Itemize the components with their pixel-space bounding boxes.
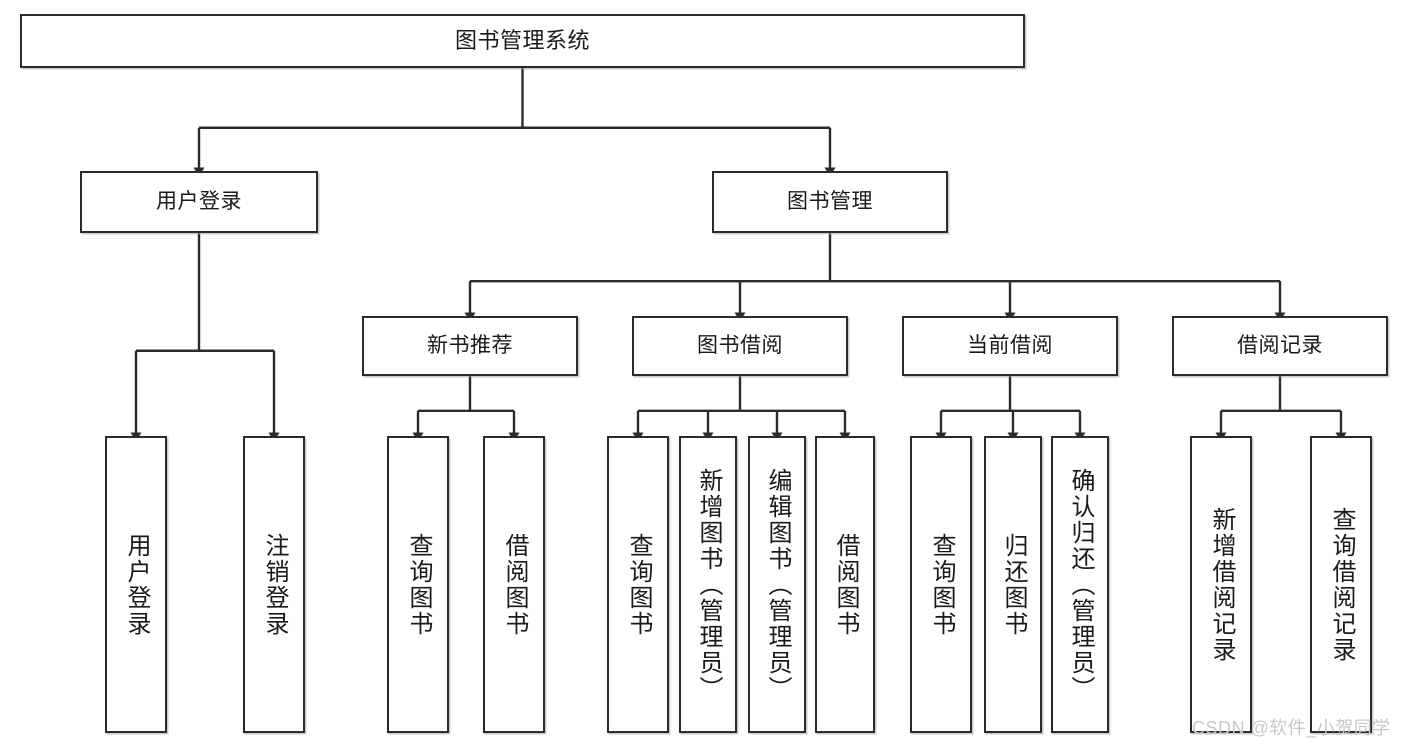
node-leaf-11[interactable]: 确认归还（管理员）: [1051, 436, 1109, 733]
node-leaf-13[interactable]: 查询借阅记录: [1310, 436, 1372, 733]
node-leaf-3[interactable]: 查询图书: [387, 436, 449, 733]
node-label: 查询图书: [625, 532, 652, 637]
node-label: 借阅图书: [832, 532, 859, 637]
watermark-text: CSDN @软件_小贺同学: [1192, 718, 1391, 738]
node-label: 确认归还（管理员）: [1067, 467, 1094, 702]
node-borrow[interactable]: 图书借阅: [632, 316, 848, 376]
node-leaf-12[interactable]: 新增借阅记录: [1190, 436, 1252, 733]
node-login[interactable]: 用户登录: [80, 171, 318, 233]
node-label: 用户登录: [123, 532, 150, 637]
node-label: 新书推荐: [427, 334, 513, 358]
node-label: 图书借阅: [697, 334, 783, 358]
node-label: 用户登录: [156, 190, 242, 214]
node-newbook[interactable]: 新书推荐: [362, 316, 578, 376]
node-leaf-9[interactable]: 查询图书: [910, 436, 972, 733]
node-leaf-4[interactable]: 借阅图书: [483, 436, 545, 733]
node-label: 查询图书: [405, 532, 432, 637]
node-label: 当前借阅: [967, 334, 1053, 358]
node-label: 借阅图书: [501, 532, 528, 637]
node-leaf-8[interactable]: 借阅图书: [815, 436, 875, 733]
node-leaf-7[interactable]: 编辑图书（管理员）: [748, 436, 806, 733]
node-label: 新增图书（管理员）: [695, 467, 722, 702]
node-root[interactable]: 图书管理系统: [20, 14, 1025, 68]
node-bookmgmt[interactable]: 图书管理: [712, 171, 948, 233]
node-label: 编辑图书（管理员）: [764, 467, 791, 702]
node-leaf-5[interactable]: 查询图书: [607, 436, 669, 733]
node-label: 查询借阅记录: [1328, 506, 1355, 663]
node-label: 借阅记录: [1237, 334, 1323, 358]
node-records[interactable]: 借阅记录: [1172, 316, 1388, 376]
node-label: 图书管理: [787, 190, 873, 214]
node-label: 图书管理系统: [454, 27, 590, 53]
node-leaf-2[interactable]: 注销登录: [243, 436, 305, 733]
node-label: 新增借阅记录: [1208, 506, 1235, 663]
node-label: 归还图书: [1000, 532, 1027, 637]
node-leaf-6[interactable]: 新增图书（管理员）: [679, 436, 737, 733]
node-current[interactable]: 当前借阅: [902, 316, 1118, 376]
node-leaf-10[interactable]: 归还图书: [984, 436, 1042, 733]
node-label: 查询图书: [928, 532, 955, 637]
node-label: 注销登录: [261, 532, 288, 637]
node-leaf-1[interactable]: 用户登录: [105, 436, 167, 733]
